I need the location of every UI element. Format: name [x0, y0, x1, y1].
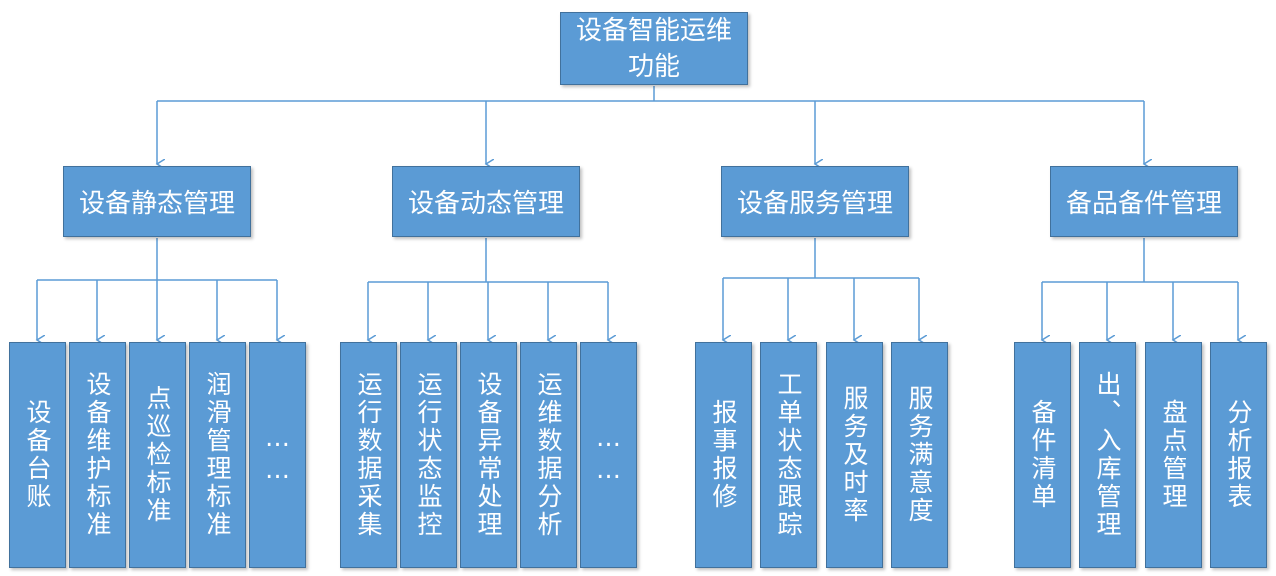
leaf-node: 运行状态监控: [400, 342, 457, 568]
leaf-node: 盘点管理: [1145, 342, 1202, 568]
leaf-node: 点巡检标准: [129, 342, 186, 568]
leaf-node: 设备维护标准: [69, 342, 126, 568]
leaf-node: 设备异常处理: [460, 342, 517, 568]
leaf-node: 运维数据分析: [520, 342, 577, 568]
category-label: 设备服务管理: [736, 189, 893, 219]
leaf-label: 设备维护标准: [83, 371, 112, 539]
leaf-label: 工单状态跟踪: [774, 371, 803, 539]
category-node-service: 设备服务管理: [721, 166, 909, 237]
leaf-node: 服务满意度: [891, 342, 948, 568]
leaf-label: 设备台账: [23, 399, 52, 511]
leaf-label: 设备异常处理: [474, 371, 503, 539]
category-node-spare-parts: 备品备件管理: [1050, 166, 1238, 237]
leaf-label: 润滑管理标准: [203, 371, 232, 539]
leaf-label: 运维数据分析: [534, 371, 563, 539]
leaf-node: 设备台账: [9, 342, 66, 568]
category-node-dynamic: 设备动态管理: [392, 166, 580, 237]
leaf-node: 报事报修: [695, 342, 752, 568]
leaf-label: 运行数据采集: [354, 371, 383, 539]
leaf-label: 报事报修: [709, 399, 738, 511]
leaf-label: ……: [594, 423, 623, 487]
category-node-static: 设备静态管理: [63, 166, 251, 237]
leaf-node: 工单状态跟踪: [760, 342, 817, 568]
root-label: 设备智能运维功能: [575, 15, 732, 82]
leaf-label: 服务满意度: [905, 385, 934, 525]
leaf-node: ……: [249, 342, 306, 568]
leaf-node: 备件清单: [1014, 342, 1071, 568]
leaf-label: 运行状态监控: [414, 371, 443, 539]
leaf-node: ……: [580, 342, 637, 568]
leaf-label: 盘点管理: [1159, 399, 1188, 511]
leaf-label: ……: [263, 423, 292, 487]
root-node: 设备智能运维功能: [560, 12, 748, 85]
leaf-label: 服务及时率: [840, 385, 869, 525]
leaf-node: 运行数据采集: [340, 342, 397, 568]
leaf-node: 润滑管理标准: [189, 342, 246, 568]
leaf-label: 分析报表: [1224, 399, 1253, 511]
leaf-label: 点巡检标准: [143, 385, 172, 525]
leaf-node: 出、入库管理: [1079, 342, 1136, 568]
leaf-node: 分析报表: [1210, 342, 1267, 568]
category-label: 备品备件管理: [1065, 189, 1222, 219]
leaf-label: 出、入库管理: [1093, 371, 1122, 539]
leaf-node: 服务及时率: [826, 342, 883, 568]
category-label: 设备动态管理: [407, 189, 564, 219]
leaf-label: 备件清单: [1028, 399, 1057, 511]
category-label: 设备静态管理: [78, 189, 235, 219]
